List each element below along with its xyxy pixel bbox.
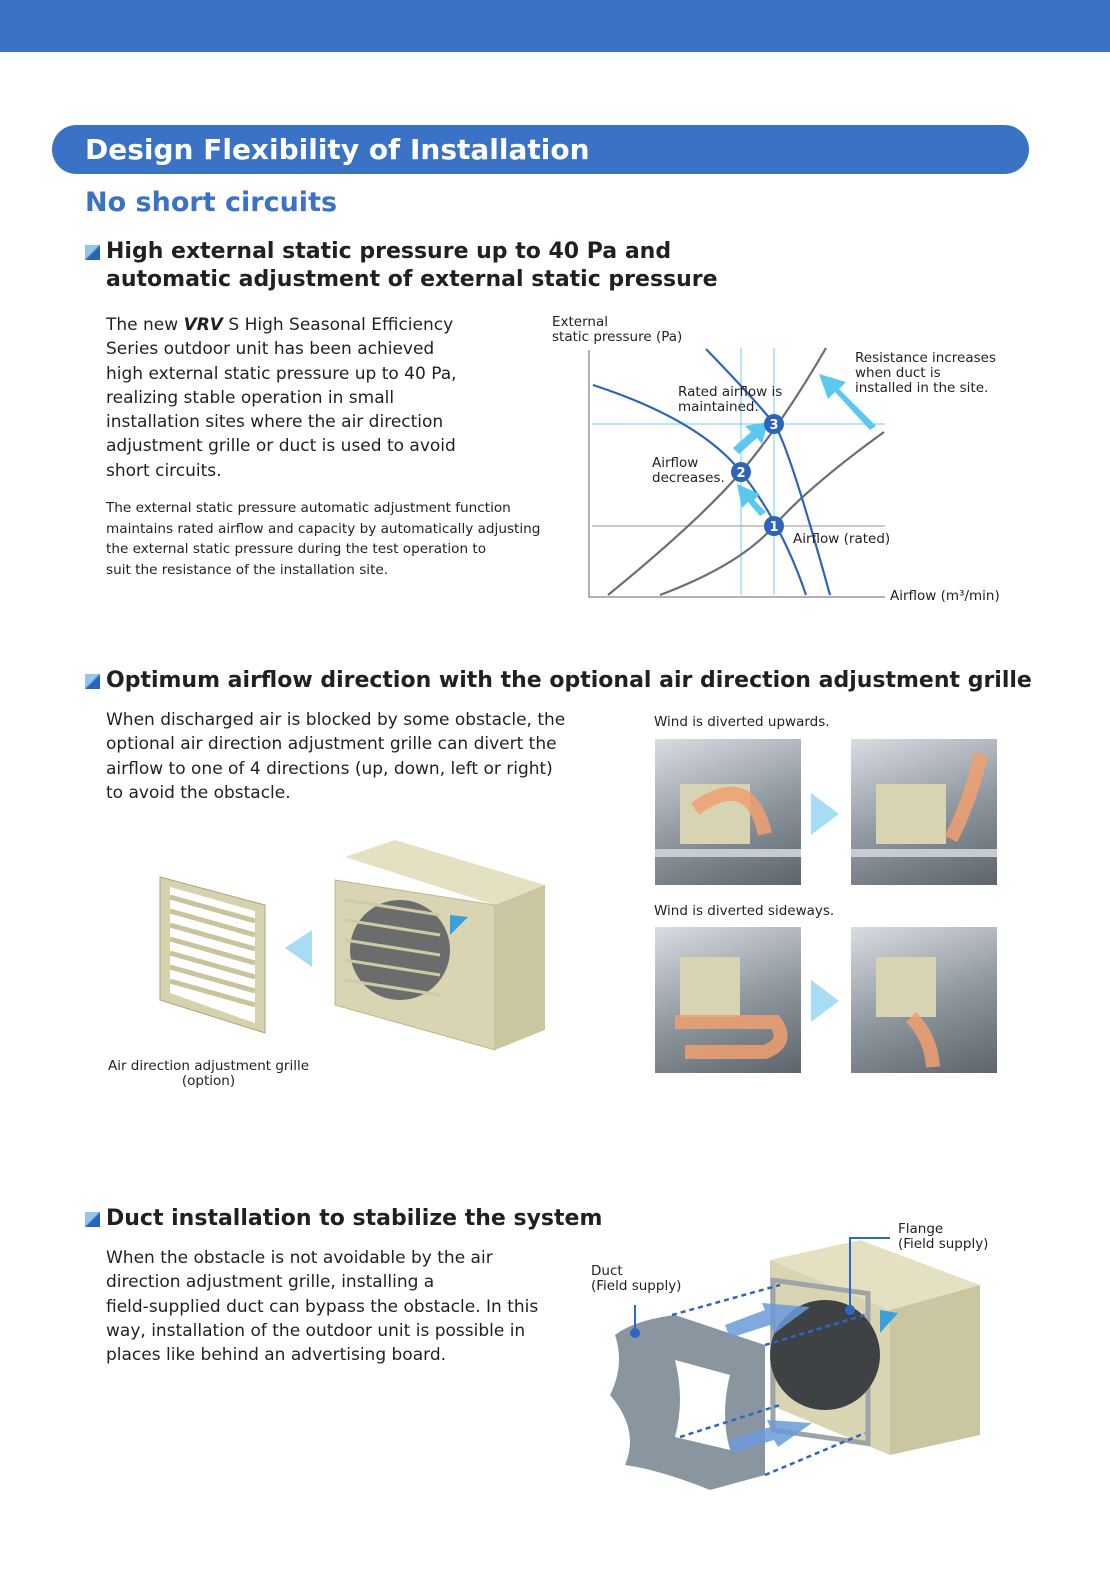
point-label: 2	[736, 466, 745, 481]
duct-pointer	[630, 1328, 640, 1338]
para-line: installation sites where the air directi…	[106, 412, 444, 433]
note-line: suit the resistance of the installation …	[106, 561, 389, 578]
grille-illustration	[159, 876, 266, 1034]
note-line: maintains rated airflow and capacity by …	[106, 520, 541, 537]
point-1-marker	[764, 516, 784, 536]
para-line: Series outdoor unit has been achieved	[106, 339, 435, 360]
annotation: Airflow (rated)	[793, 531, 890, 547]
annotation: Airflow	[652, 455, 698, 471]
arrow-left-icon	[285, 930, 312, 967]
annotation: Resistance increases	[855, 350, 996, 366]
arrow-icon	[819, 374, 876, 430]
duct-installation-illustration: Duct (Field supply) Flange (Field supply…	[591, 1221, 988, 1490]
arrow-icon	[725, 1303, 810, 1338]
photo-upwards-after	[851, 739, 997, 885]
section1-note: The external static pressure automatic a…	[106, 498, 556, 580]
flange-label: (Field supply)	[898, 1236, 988, 1252]
bullet-square-icon	[85, 245, 100, 260]
point-3-marker	[764, 414, 784, 434]
top-banner	[0, 0, 1110, 52]
arrow-right-icon	[811, 980, 839, 1022]
x-axis-label: Airflow (m³/min)	[890, 588, 1000, 604]
vrv-brand: VRV	[183, 315, 223, 335]
section-subtitle: No short circuits	[85, 187, 338, 218]
para-line: When the obstacle is not avoidable by th…	[106, 1248, 493, 1268]
heading-line: High external static pressure up to 40 P…	[106, 239, 672, 264]
bullet-square-icon	[85, 1212, 100, 1227]
caption-sideways: Wind is diverted sideways.	[654, 903, 835, 919]
point-label: 3	[769, 418, 778, 433]
annotation: when duct is	[855, 365, 941, 381]
para-line: adjustment grille or duct is used to avo…	[106, 436, 456, 457]
para-line: realizing stable operation in small	[106, 387, 395, 408]
point-2-marker	[731, 462, 751, 482]
para-line: short circuits.	[106, 460, 222, 481]
annotation: Rated airflow is	[678, 384, 782, 400]
annotation: decreases.	[652, 470, 725, 486]
para-line: optional air direction adjustment grille…	[106, 734, 557, 755]
para-line: airflow to one of 4 directions (up, down…	[106, 758, 553, 779]
arrow-icon	[737, 484, 766, 516]
y-axis-label: External	[552, 314, 608, 330]
arrow-icon	[728, 1420, 812, 1453]
outdoor-unit-illustration	[334, 840, 545, 1051]
grille-caption: Air direction adjustment grille (option)	[96, 1059, 321, 1089]
para-line: high external static pressure up to 40 P…	[106, 363, 457, 384]
caption-line: (option)	[181, 1073, 236, 1089]
note-line: The external static pressure automatic a…	[106, 500, 511, 516]
duct-label: (Field supply)	[591, 1278, 681, 1294]
section3-paragraph: When the obstacle is not avoidable by th…	[106, 1246, 566, 1367]
duct-illustration	[610, 1315, 765, 1490]
para-line: to avoid the obstacle.	[106, 782, 291, 803]
flange-pointer	[845, 1305, 855, 1315]
note-line: the external static pressure during the …	[106, 541, 487, 557]
caption-line: Air direction adjustment grille	[107, 1058, 310, 1074]
section1-paragraph: The new VRV S High Seasonal Efficiency S…	[106, 313, 546, 483]
arrow-icon	[733, 422, 768, 454]
section2-heading: Optimum airflow direction with the optio…	[106, 668, 1032, 693]
duct-label: Duct	[591, 1263, 623, 1279]
photo-upwards-before	[655, 739, 801, 885]
section1-heading: High external static pressure up to 40 P…	[106, 238, 718, 294]
section2-paragraph: When discharged air is blocked by some o…	[106, 708, 586, 805]
grille-and-unit-illustration	[159, 840, 545, 1051]
para-line: The new VRV S High Seasonal Efficiency	[106, 315, 454, 335]
para-line: field-supplied duct can bypass the obsta…	[106, 1296, 539, 1317]
para-line: way, installation of the outdoor unit is…	[106, 1320, 526, 1341]
point-label: 1	[769, 520, 778, 535]
section3-heading: Duct installation to stabilize the syste…	[106, 1206, 603, 1231]
para-line: direction adjustment grille, installing …	[106, 1272, 435, 1293]
outdoor-unit-illustration	[770, 1240, 980, 1455]
flange-label: Flange	[898, 1221, 943, 1237]
para-line: When discharged air is blocked by some o…	[106, 710, 566, 730]
arrow-right-icon	[811, 793, 839, 835]
photo-sideways-after	[851, 927, 997, 1073]
y-axis-label: static pressure (Pa)	[552, 329, 682, 345]
annotation: installed in the site.	[855, 380, 988, 396]
heading-line: automatic adjustment of external static …	[106, 267, 718, 292]
page-title: Design Flexibility of Installation	[52, 125, 1029, 174]
photo-sideways-before	[655, 927, 801, 1073]
axes	[588, 350, 885, 598]
para-line: places like behind an advertising board.	[106, 1345, 447, 1366]
bullet-square-icon	[85, 674, 100, 689]
annotation: maintained.	[678, 399, 759, 415]
static-pressure-diagram: 1 2 3 External static pressure (Pa) Airf…	[552, 314, 1000, 604]
caption-upwards: Wind is diverted upwards.	[654, 714, 830, 730]
